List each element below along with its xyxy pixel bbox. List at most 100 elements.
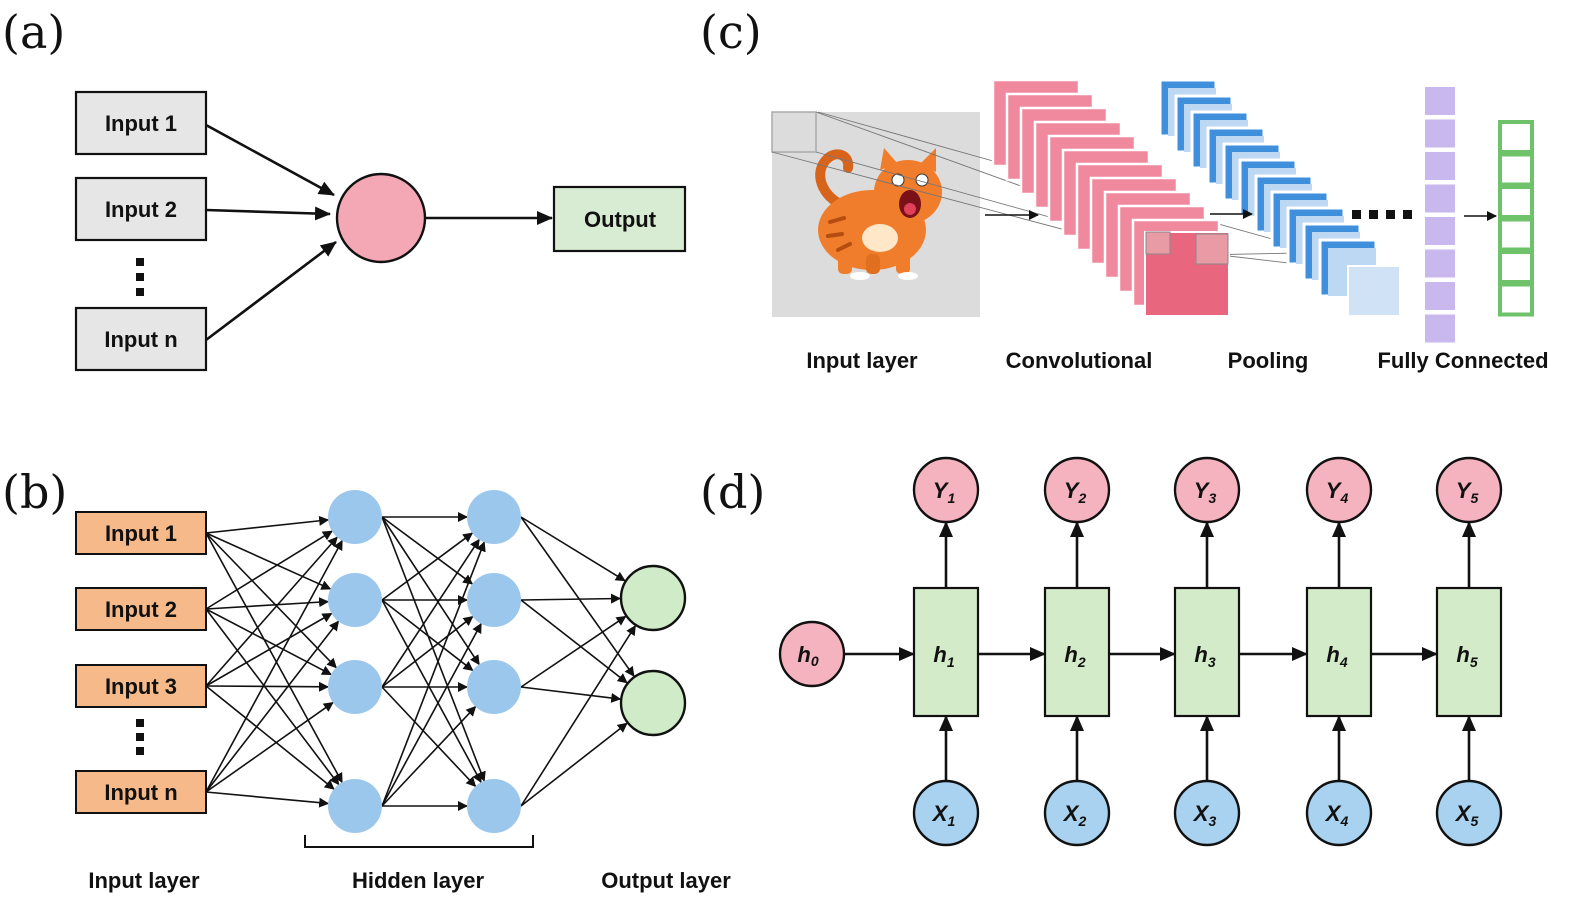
fc1-unit-7 [1425,282,1455,310]
fc-ellipsis [1352,210,1412,219]
panel-c-label: (c) [700,5,762,59]
x3-label: X3 [1192,801,1217,829]
edge-h2n3-out2 [520,686,622,703]
input-2-box [74,176,208,242]
y5-node [1435,456,1503,524]
mlp-nodes [328,490,687,833]
output-node-2 [619,669,687,737]
edge-in4-h1n4 [205,791,330,808]
x5-label: X5 [1454,801,1479,829]
output-label: Output [584,207,657,232]
panel-d-label: (d) [700,465,765,519]
x3-node [1173,779,1241,847]
edge-h1n3-h2n1 [381,538,480,688]
x4-label: X4 [1324,801,1349,829]
edge-in1-h1n2 [205,532,332,590]
hidden1-node-1 [328,490,382,544]
hidden-layer-bracket [304,835,534,848]
edge-h2n4-out1 [520,625,636,807]
input-1-box [74,90,208,156]
x1-node [912,779,980,847]
fc1-unit-1 [1425,87,1455,115]
b-ellipsis-dots [136,719,144,755]
hidden1-node-2 [328,573,382,627]
edge-in1-h1n4 [205,532,343,784]
y3-label: Y3 [1194,478,1217,506]
fc1-unit-4 [1425,184,1455,213]
y2-label: Y2 [1064,478,1087,506]
fc-layer-2 [1498,120,1534,317]
c-caption-pool: Pooling [1228,348,1309,373]
input-n-label: Input n [104,327,177,352]
edge-in3-h1n1 [205,536,338,687]
edge-in1-h1n1 [205,515,330,534]
y1-node [912,456,980,524]
b-caption-output: Output layer [601,868,731,893]
edge-inputn-neuron [205,240,337,342]
edge-h1n4-h2n3 [381,705,477,807]
edge-h2n2-out2 [520,599,628,684]
b-input-1-box [75,511,207,555]
edge-h1n1-h2n4 [381,516,486,782]
edge-in4-h1n3 [205,701,334,793]
output-node-1 [619,564,687,632]
fc2-unit-4 [1498,217,1534,252]
edge-h2n1-out1 [520,516,626,582]
b-input-3-label: Input 3 [105,674,177,699]
edge-in2-h1n1 [205,530,333,610]
x5-node [1435,779,1503,847]
panel-a-label: (a) [2,5,65,59]
x1-label: X1 [931,801,956,829]
edge-h1n4-h2n2 [381,622,482,807]
b-input-1-label: Input 1 [105,521,177,546]
b-caption-input: Input layer [88,868,200,893]
edge-input1-neuron [205,123,335,197]
h2-cell [1043,586,1111,718]
edge-h1n1-h2n3 [381,516,480,666]
edge-h1n3-h2n4 [381,686,477,788]
fc2-unit-2 [1498,152,1534,187]
edge-h1n4-h2n1 [381,541,486,807]
h0-label: h0 [797,642,818,669]
edge-h2n3-out1 [520,615,627,688]
fc1-unit-6 [1425,249,1455,278]
b-input-2-label: Input 2 [105,597,177,622]
h1-label: h1 [933,642,954,670]
hidden1-node-4 [328,779,382,833]
b-input-3-box [75,664,207,708]
h3-label: h3 [1194,642,1215,670]
h4-cell [1305,586,1373,718]
edge-h1n3-h2n2 [381,615,474,688]
hidden1-node-3 [328,660,382,714]
b-input-n-box [75,770,207,814]
edge-in4-h1n1 [205,539,343,793]
conv-patch-2 [1195,233,1229,265]
edge-in3-h1n3 [205,681,330,692]
neuron-circle [335,172,427,264]
fc2-unit-5 [1498,250,1534,284]
x2-label: X2 [1062,801,1087,829]
edge-in4-h1n2 [205,620,340,793]
fc2-unit-3 [1498,185,1534,219]
hidden2-node-3 [467,660,521,714]
c-caption-conv: Convolutional [1006,348,1153,373]
fc1-unit-8 [1425,314,1455,343]
x4-node [1305,779,1373,847]
h1-cell [912,586,980,718]
edge-in2-h1n4 [205,608,340,786]
edge-h2n4-out2 [520,722,628,807]
fc2-unit-6 [1498,282,1534,317]
fc1-unit-3 [1425,152,1455,180]
mlp-edges [205,512,636,811]
edge-input2-neuron [205,206,331,221]
c-caption-fc: Fully Connected [1377,348,1548,373]
h3-cell [1173,586,1241,718]
fc-layer-1 [1425,87,1455,343]
panel-c: (c) [700,5,1549,373]
edge-in3-h1n4 [205,685,335,790]
y2-node [1043,456,1111,524]
h4-label: h4 [1326,642,1347,670]
